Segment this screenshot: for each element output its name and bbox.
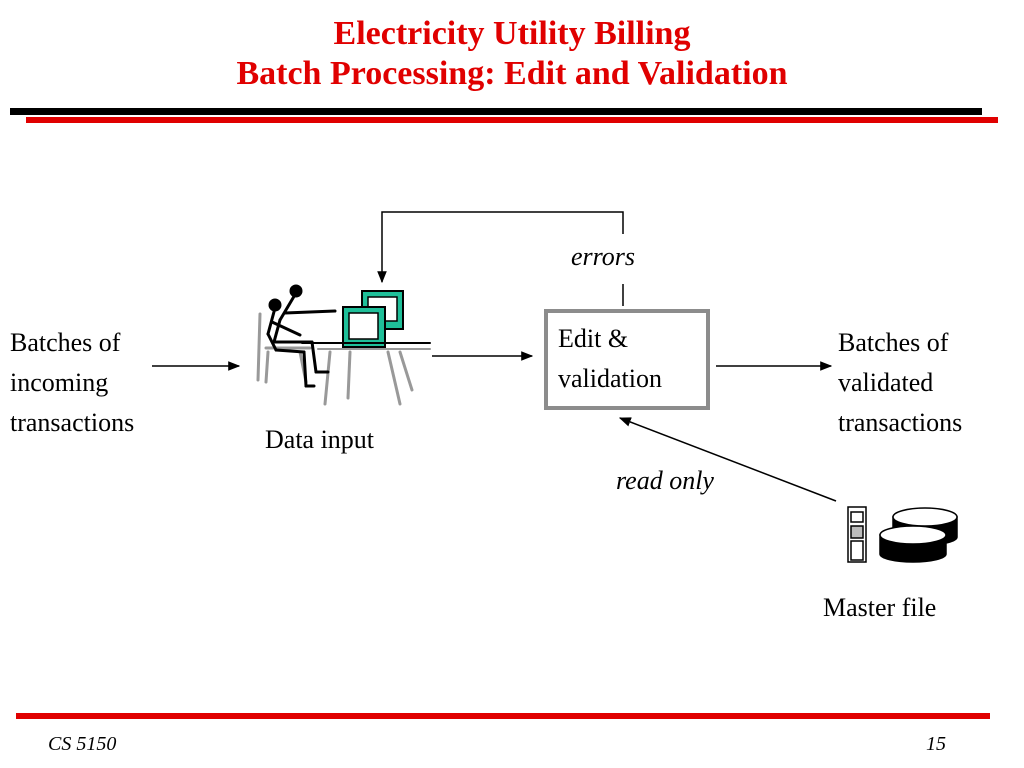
data-input-label: Data input	[265, 425, 375, 454]
arrow-master-to-process	[618, 417, 837, 502]
output-label-line-1: Batches of	[838, 328, 949, 357]
errors-label: errors	[571, 242, 636, 271]
footer-rule-red	[16, 713, 990, 719]
footer-course: CS 5150	[48, 733, 117, 755]
errors-feedback-arrow	[377, 211, 624, 284]
output-label: Batches of validated transactions	[838, 323, 962, 443]
input-label-line-3: transactions	[10, 408, 135, 437]
process-label-line-2: validation	[558, 364, 662, 393]
input-label-line-1: Batches of	[10, 328, 121, 357]
input-label: Batches of incoming transactions	[10, 323, 134, 443]
title-line-1: Electricity Utility Billing	[333, 15, 691, 52]
read-only-label: read only	[616, 466, 714, 495]
output-label-line-3: transactions	[838, 408, 963, 437]
person-at-computer-icon	[256, 284, 431, 406]
footer-page-number: 15	[926, 733, 946, 755]
title-line-2: Batch Processing: Edit and Validation	[236, 55, 788, 92]
title-rule-black	[10, 108, 982, 115]
input-label-line-2: incoming	[10, 368, 109, 397]
output-label-line-2: validated	[838, 368, 934, 397]
process-label: Edit & validation	[558, 319, 662, 399]
master-file-label: Master file	[823, 593, 937, 622]
slide-title: Electricity Utility Billing Batch Proces…	[0, 14, 1024, 94]
edit-validation-box: Edit & validation	[544, 309, 710, 410]
process-label-line-1: Edit &	[558, 324, 629, 353]
database-icon	[847, 506, 958, 563]
title-rule-red	[26, 117, 998, 123]
